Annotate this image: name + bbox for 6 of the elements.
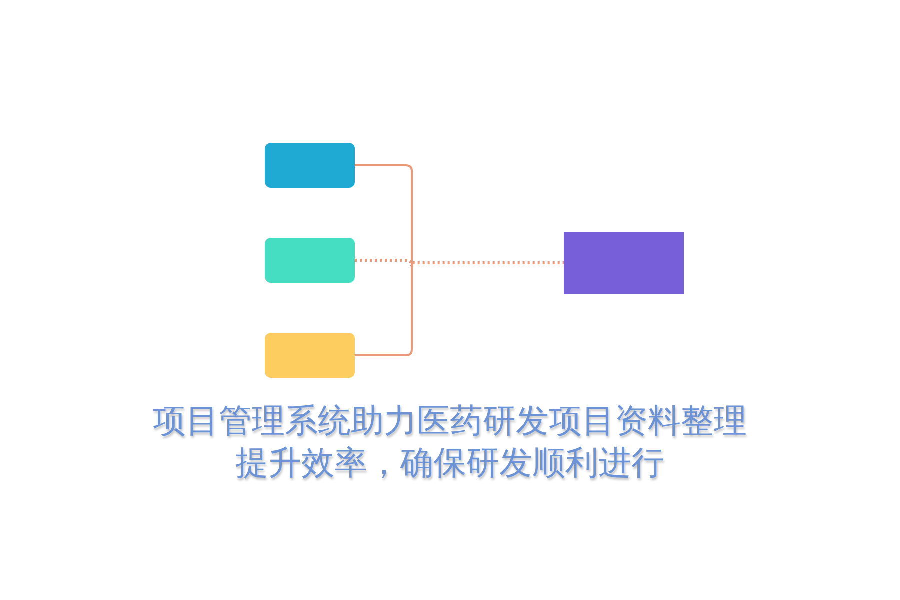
box — [265, 143, 355, 188]
title: 项目管理系统助力医药研发项目资料整理提升效率，确保研发顺利进行 — [152, 400, 748, 484]
box — [564, 232, 684, 294]
box — [265, 238, 355, 283]
connector-line — [355, 259, 564, 268]
box — [265, 333, 355, 378]
